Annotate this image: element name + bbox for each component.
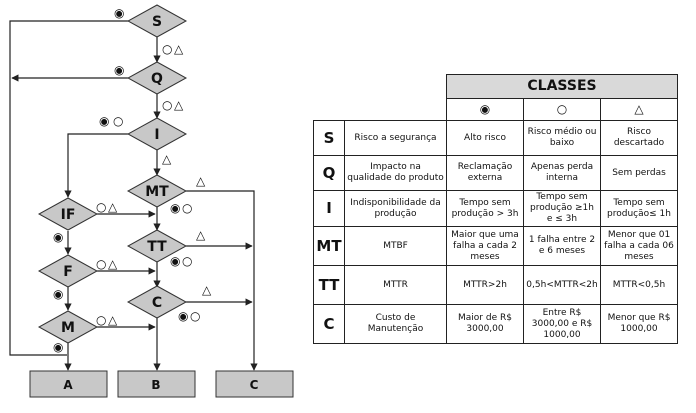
svg-text:Q: Q	[151, 71, 163, 87]
filled-circle-icon: ◉	[114, 63, 124, 77]
filled-circle-icon: ◉	[178, 309, 188, 323]
table-row: Q Impacto na qualidade do produto Reclam…	[313, 155, 678, 191]
output-box-b: B	[117, 370, 196, 398]
open-circle-icon: ○	[96, 313, 106, 327]
filled-circle-icon: ◉	[53, 230, 63, 244]
triangle-icon: △	[108, 313, 118, 327]
open-circle-icon: ○	[162, 42, 172, 56]
table-corner	[314, 75, 447, 99]
triangle-icon: △	[196, 228, 206, 242]
filled-circle-icon: ◉	[53, 287, 63, 301]
triangle-icon: △	[174, 98, 184, 112]
classification-table: CLASSES ◉ ○ △ S Risco a segurança Alto r…	[313, 74, 678, 344]
open-circle-icon: ○	[96, 257, 106, 271]
diamond-m: M	[37, 310, 99, 344]
triangle-icon: △	[162, 152, 172, 166]
table-row: TT MTTR MTTR>2h 0,5h<MTTR<2h MTTR<0,5h	[313, 265, 678, 305]
table-title: CLASSES	[446, 74, 678, 99]
svg-text:IF: IF	[61, 207, 76, 223]
table-row: MT MTBF Maior que uma falha a cada 2 mes…	[313, 226, 678, 266]
open-circle-icon: ○	[162, 98, 172, 112]
table-row: I Indisponibilidade da produção Tempo se…	[313, 190, 678, 227]
diamond-c: C	[126, 285, 188, 319]
diamond-s: S	[126, 4, 188, 38]
svg-text:M: M	[61, 320, 75, 336]
filled-circle-icon: ◉	[446, 98, 524, 121]
diamond-if: IF	[37, 197, 99, 231]
svg-text:I: I	[154, 127, 159, 143]
decision-flowchart: S Q I MT TT C IF F M ◉ ○ △ ◉ ○ △ ◉ ○ △ △…	[9, 4, 294, 398]
open-circle-icon: ○	[113, 114, 123, 128]
filled-circle-icon: ◉	[114, 6, 124, 20]
filled-circle-icon: ◉	[99, 114, 109, 128]
svg-text:S: S	[152, 14, 162, 30]
diamond-mt: MT	[126, 174, 188, 208]
open-circle-icon: ○	[190, 309, 200, 323]
triangle-icon: △	[174, 42, 184, 56]
svg-text:C: C	[152, 295, 162, 311]
filled-circle-icon: ◉	[170, 201, 180, 215]
triangle-icon: △	[108, 257, 118, 271]
output-box-a: A	[29, 370, 108, 398]
diamond-i: I	[126, 117, 188, 151]
table-row: C Custo de Manutenção Maior de R$ 3000,0…	[313, 304, 678, 344]
open-circle-icon: ○	[182, 254, 192, 268]
filled-circle-icon: ◉	[170, 254, 180, 268]
open-circle-icon: ○	[96, 200, 106, 214]
svg-text:B: B	[151, 378, 160, 392]
svg-text:A: A	[63, 378, 73, 392]
svg-text:MT: MT	[145, 184, 169, 200]
diamond-tt: TT	[126, 229, 188, 263]
triangle-icon: △	[600, 98, 678, 121]
triangle-icon: △	[196, 174, 206, 188]
filled-circle-icon: ◉	[53, 340, 63, 354]
output-box-c: C	[215, 370, 294, 398]
diamond-f: F	[37, 254, 99, 288]
diamond-q: Q	[126, 61, 188, 95]
triangle-icon: △	[202, 283, 212, 297]
svg-text:TT: TT	[147, 239, 167, 255]
svg-text:C: C	[250, 378, 259, 392]
open-circle-icon: ○	[182, 201, 192, 215]
svg-text:F: F	[63, 264, 73, 280]
open-circle-icon: ○	[523, 98, 601, 121]
table-row: S Risco a segurança Alto risco Risco méd…	[313, 120, 678, 156]
triangle-icon: △	[108, 200, 118, 214]
